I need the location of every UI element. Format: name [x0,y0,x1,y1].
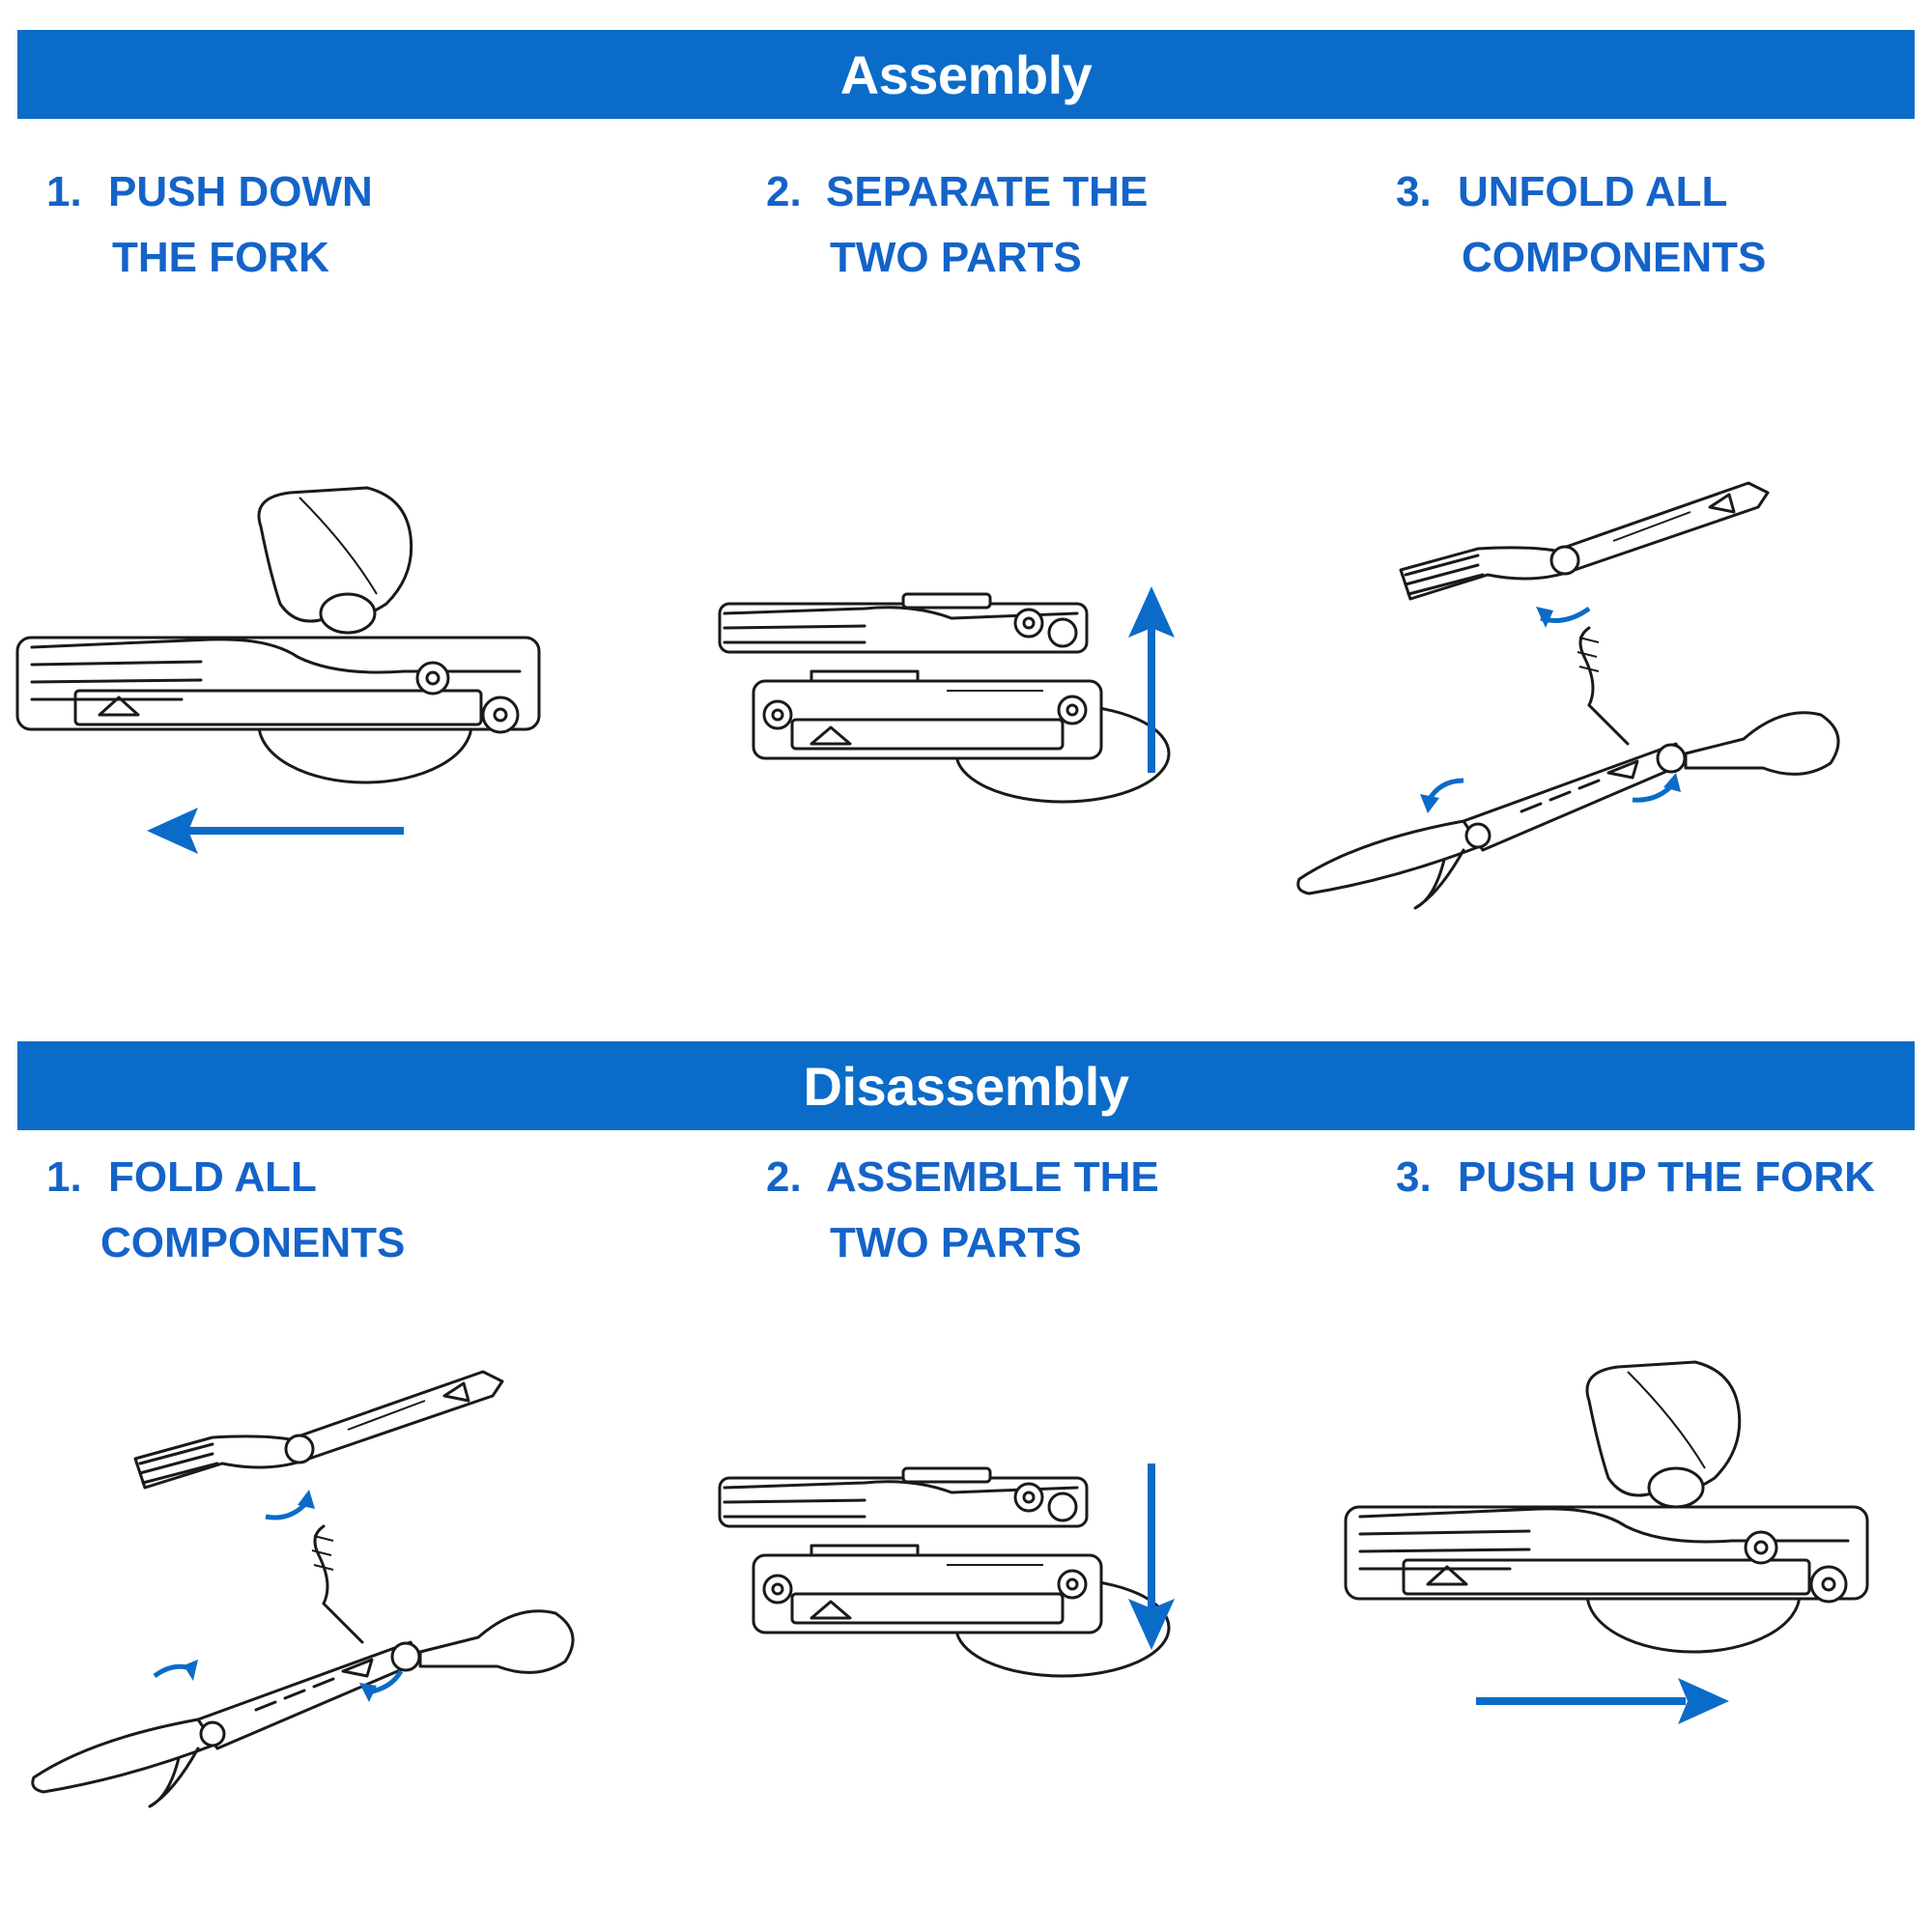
multitool-icon [1399,481,1770,601]
multitool-icon [752,1544,1171,1678]
hand-icon [1585,1360,1742,1509]
right-arrow-icon [1476,1678,1729,1724]
assembly-step-1-illustration [15,486,541,854]
step-number: 1. [46,168,82,215]
step-label-line1: ASSEMBLE THE [826,1153,1159,1201]
disassembly-banner: Disassembly [17,1041,1915,1130]
step-number: 2. [766,1153,802,1201]
step-label-line2: COMPONENTS [1462,234,1767,281]
assembly-banner: Assembly [17,30,1915,119]
disassembly-step-2-illustration [718,1463,1175,1678]
multitool-icon [15,636,541,784]
rotate-arrow-icon [1420,606,1681,813]
step-label-line1: FOLD ALL [108,1153,317,1201]
step-label-line1: UNFOLD ALL [1458,168,1728,215]
step-number: 2. [766,168,802,215]
step-label-line2: TWO PARTS [830,1219,1082,1266]
hand-icon [257,486,413,635]
multitool-icon [718,1466,1089,1528]
rotate-arrow-icon [153,1490,404,1702]
up-arrow-icon [1128,586,1175,773]
multitool-icon [31,1524,575,1808]
assembly-title: Assembly [839,43,1093,105]
assembly-step-3-illustration [1296,481,1840,910]
assembly-step-1: 1. PUSH DOWN THE FORK [46,159,626,295]
disassembly-title: Disassembly [803,1055,1129,1117]
step-number: 3. [1396,168,1432,215]
multitool-icon [718,592,1089,654]
disassembly-step-1: 1. FOLD ALL COMPONENTS [46,1145,626,1280]
step-label-line2: COMPONENTS [100,1219,406,1266]
multitool-icon [752,669,1171,804]
down-arrow-icon [1128,1463,1175,1650]
assembly-step-3: 3. UNFOLD ALL COMPONENTS [1396,159,1918,295]
disassembly-step-3-illustration [1344,1360,1869,1724]
step-label-line2: TWO PARTS [830,234,1082,281]
disassembly-step-3: 3. PUSH UP THE FORK [1396,1145,1918,1280]
step-label-line1: SEPARATE THE [826,168,1149,215]
left-arrow-icon [147,808,404,854]
step-label-line1: PUSH DOWN [108,168,373,215]
multitool-icon [133,1370,504,1490]
step-label-line1: PUSH UP THE FORK [1458,1153,1875,1201]
disassembly-step-1-illustration [31,1370,575,1808]
step-number: 3. [1396,1153,1432,1201]
assembly-step-2-illustration [718,586,1175,804]
multitool-icon [1344,1505,1869,1654]
multitool-icon [1296,626,1840,910]
step-label-line2: THE FORK [112,234,329,281]
step-number: 1. [46,1153,82,1201]
disassembly-step-2: 2. ASSEMBLE THE TWO PARTS [766,1145,1346,1280]
assembly-step-2: 2. SEPARATE THE TWO PARTS [766,159,1346,295]
